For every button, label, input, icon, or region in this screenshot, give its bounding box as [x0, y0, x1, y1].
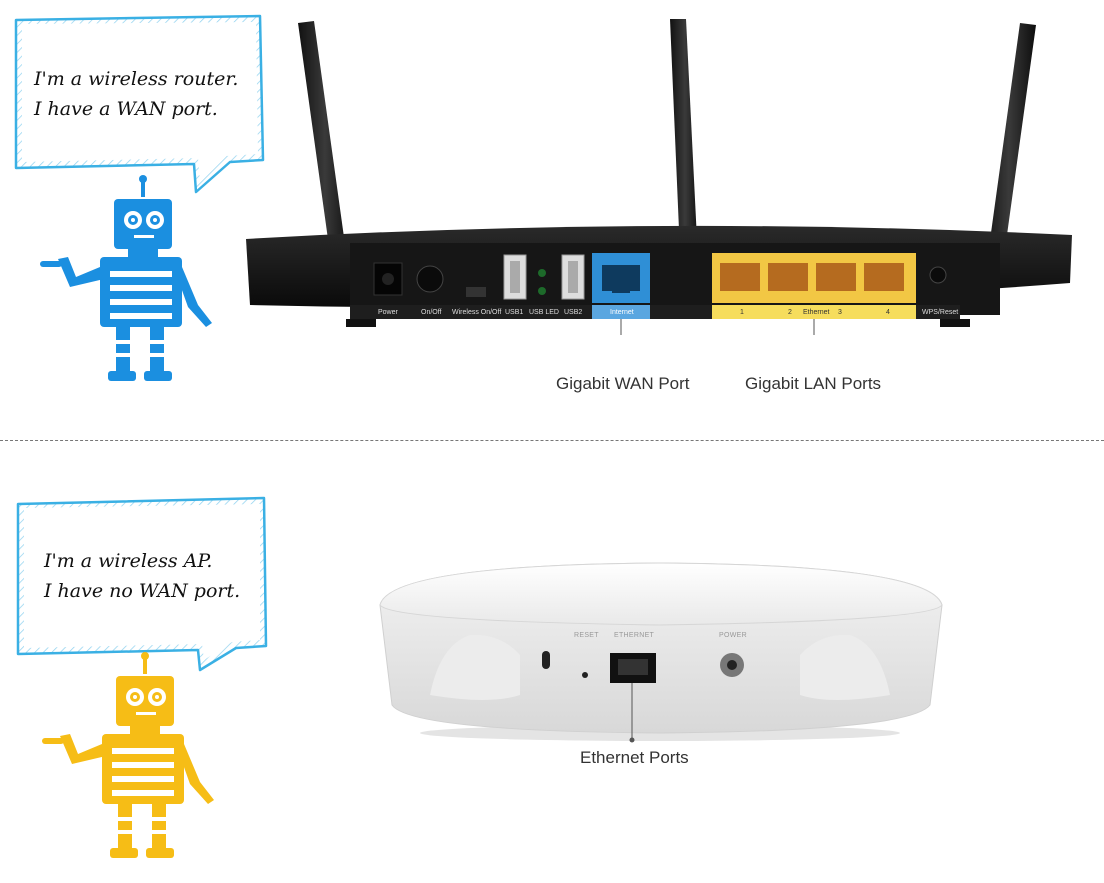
router-port-label-power: Power [378, 309, 398, 316]
router-port-label-usb2: USB2 [564, 309, 583, 316]
gigabit-lan-ports-callout: Gigabit LAN Ports [745, 374, 882, 393]
router-port-label-wps: WPS/Reset [922, 309, 959, 316]
router-port-label-lan2: 2 [788, 309, 792, 316]
wireless-ap-image [379, 562, 943, 743]
router-port-label-onoff: On/Off [421, 309, 442, 316]
ap-speech-line1: I'm a wireless AP. [44, 550, 213, 572]
router-port-label-lan3: 3 [838, 309, 842, 316]
wireless-router-image [246, 19, 1072, 335]
yellow-robot-icon [42, 652, 214, 858]
ethernet-ports-callout: Ethernet Ports [580, 748, 689, 767]
router-speech-line2: I have a WAN port. [34, 98, 218, 120]
ap-speech-line2: I have no WAN port. [44, 580, 241, 602]
router-port-label-internet: Internet [610, 309, 634, 316]
router-port-label-usbled: USB LED [529, 309, 559, 316]
ap-speech-bubble [16, 496, 268, 672]
blue-robot-icon [40, 175, 212, 381]
router-speech-bubble [14, 14, 265, 194]
ap-port-label-ethernet: ETHERNET [614, 632, 655, 639]
router-port-label-usb1: USB1 [505, 309, 524, 316]
ap-port-label-power: POWER [719, 632, 747, 639]
gigabit-wan-port-callout: Gigabit WAN Port [556, 374, 690, 393]
router-speech-line1: I'm a wireless router. [34, 68, 239, 90]
router-port-label-lan4: 4 [886, 309, 890, 316]
router-port-label-wireless: Wireless On/Off [452, 309, 502, 316]
router-port-label-lan1: 1 [740, 309, 744, 316]
section-divider [0, 440, 1104, 441]
router-port-label-ethernet: Ethernet [803, 309, 830, 316]
ap-port-label-reset: RESET [574, 632, 599, 639]
